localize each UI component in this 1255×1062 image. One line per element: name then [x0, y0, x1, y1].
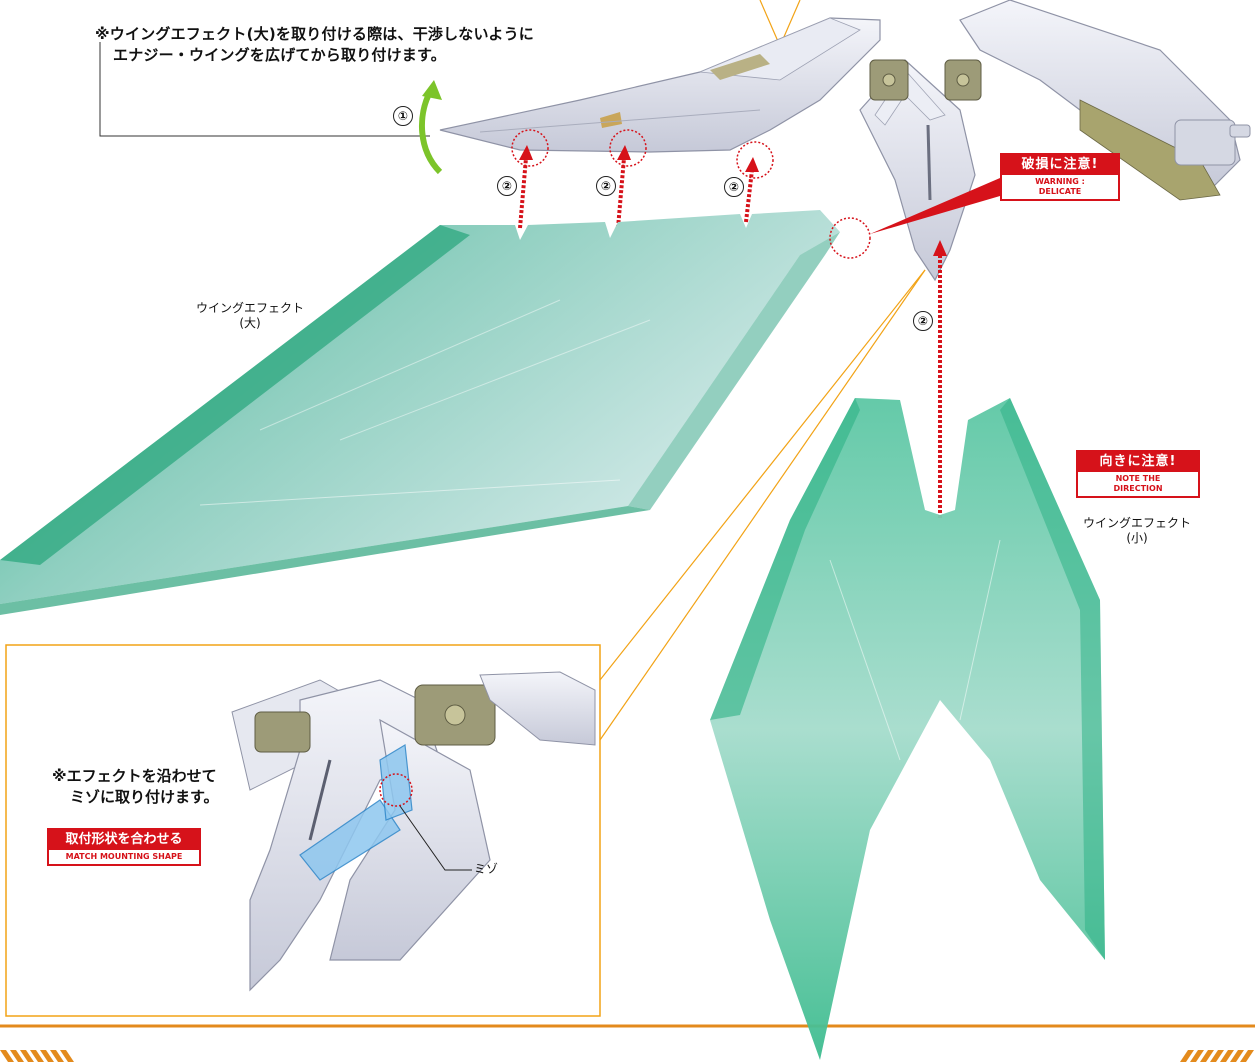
- match-mounting-shape-badge: 取付形状を合わせる MATCH MOUNTING SHAPE: [47, 828, 201, 866]
- small-effect-label-line1: ウイングエフェクト: [1082, 516, 1191, 530]
- top-instruction-note: ※ウイングエフェクト(大)を取り付ける際は、干渉しないように エナジー・ウイング…: [95, 24, 534, 66]
- step-2-marker-a: ②: [497, 176, 517, 196]
- top-note-line2: エナジー・ウイングを広げてから取り付けます。: [113, 46, 446, 64]
- direction-badge-jp: 向きに注意!: [1078, 452, 1198, 472]
- groove-label: ミゾ: [474, 862, 499, 876]
- direction-badge-en: NOTE THE DIRECTION: [1078, 472, 1198, 496]
- inset-note-line2: ミゾに取り付けます。: [70, 788, 219, 806]
- match-badge-en: MATCH MOUNTING SHAPE: [65, 852, 183, 861]
- match-badge-jp: 取付形状を合わせる: [49, 830, 199, 850]
- top-note-leader: [99, 42, 430, 137]
- groove-leader: [399, 805, 472, 871]
- small-effect-label: ウイングエフェクト (小): [1072, 516, 1202, 546]
- delicate-badge-en-line2: DELICATE: [1038, 187, 1082, 196]
- note-direction-badge: 向きに注意! NOTE THE DIRECTION: [1076, 450, 1200, 498]
- delicate-badge-en: WARNING : DELICATE: [1002, 175, 1118, 199]
- large-effect-label-line2: (大): [239, 316, 261, 330]
- delicate-badge-en-line1: WARNING :: [1035, 177, 1085, 186]
- energy-wing-left: [439, 17, 881, 153]
- large-effect-label: ウイングエフェクト (大): [185, 301, 315, 331]
- stripe-right-decoration: [1180, 1050, 1254, 1062]
- small-effect-label-line2: (小): [1126, 531, 1148, 545]
- top-note-line1: ※ウイングエフェクト(大)を取り付ける際は、干渉しないように: [95, 25, 534, 43]
- delicate-badge-jp: 破損に注意!: [1002, 155, 1118, 175]
- step-2-marker-c: ②: [724, 177, 744, 197]
- direction-badge-en-line1: NOTE THE: [1115, 474, 1161, 483]
- direction-badge-en-line2: DIRECTION: [1113, 484, 1163, 493]
- wing-unit-body: [859, 0, 1251, 282]
- step-2-marker-d: ②: [913, 311, 933, 331]
- wing-effect-small: [710, 398, 1105, 1060]
- wing-effect-large: [0, 210, 840, 615]
- rotate-arrow: [419, 90, 443, 175]
- inset-instruction-note: ※エフェクトを沿わせて ミゾに取り付けます。: [52, 766, 219, 808]
- inset-note-line1: ※エフェクトを沿わせて: [52, 767, 217, 785]
- stripe-left-decoration: [0, 1050, 74, 1062]
- inset-wing-detail: [231, 671, 596, 992]
- step-2-marker-b: ②: [596, 176, 616, 196]
- warning-delicate-badge: 破損に注意! WARNING : DELICATE: [1000, 153, 1120, 201]
- large-effect-label-line1: ウイングエフェクト: [195, 301, 304, 315]
- step-1-marker: ①: [393, 106, 413, 126]
